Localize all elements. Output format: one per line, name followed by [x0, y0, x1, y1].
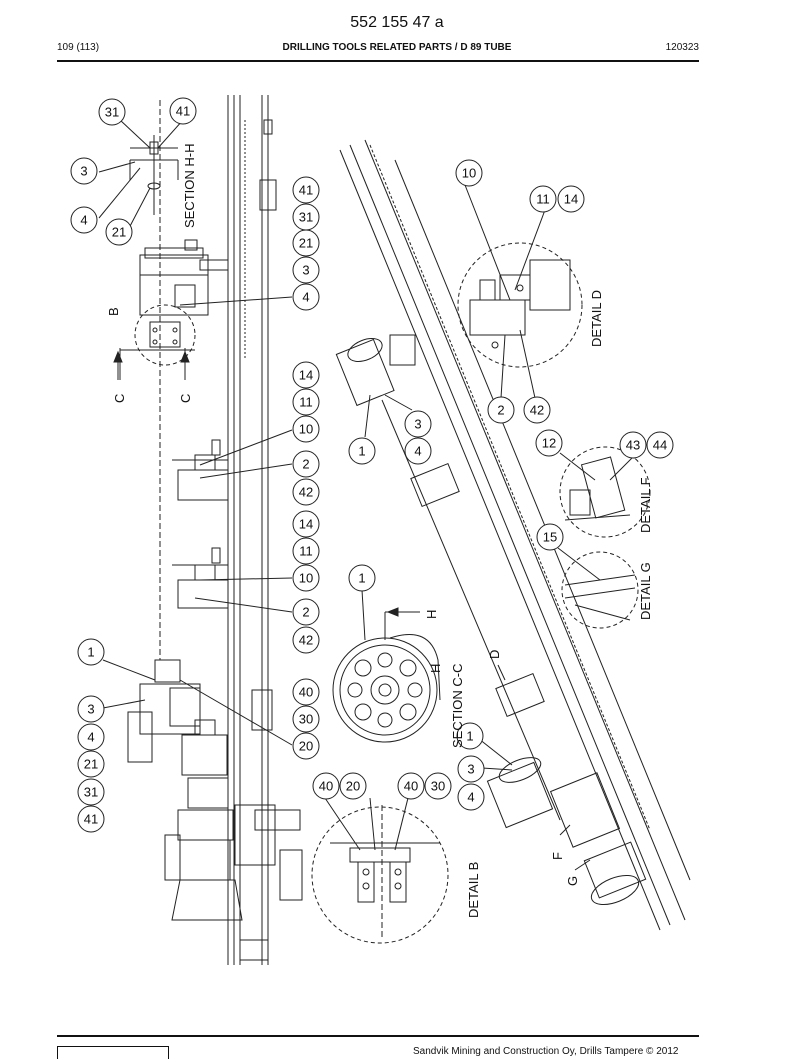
- callout: 12: [542, 436, 556, 451]
- marker-h-bottom: H: [428, 664, 443, 673]
- callout: 20: [299, 739, 313, 754]
- callout: 1: [87, 645, 94, 660]
- callout: 11: [536, 192, 550, 207]
- callout: 41: [176, 104, 190, 119]
- section-hh-drawing: [129, 135, 179, 215]
- callout: 40: [299, 685, 313, 700]
- section-arrows: [113, 350, 591, 871]
- callout: 10: [299, 571, 313, 586]
- marker-d: D: [487, 650, 502, 659]
- document-code: 552 155 47 a: [350, 14, 444, 31]
- callout: 40: [319, 779, 333, 794]
- marker-f: F: [550, 852, 565, 860]
- callout: 11: [299, 544, 313, 559]
- callout: 40: [404, 779, 418, 794]
- callout: 30: [299, 712, 313, 727]
- footer-copyright: Sandvik Mining and Construction Oy, Dril…: [413, 1046, 679, 1057]
- callout: 21: [299, 236, 313, 251]
- callout: 2: [302, 605, 309, 620]
- vertical-boom-drawing: [119, 95, 303, 965]
- callout: 2: [497, 403, 504, 418]
- callout: 1: [466, 729, 473, 744]
- callout: 4: [414, 444, 421, 459]
- callout: 3: [414, 417, 421, 432]
- footer-rule: [57, 1035, 699, 1037]
- callout: 41: [299, 183, 313, 198]
- callout: 15: [543, 530, 557, 545]
- marker-b: B: [106, 307, 121, 316]
- callout: 14: [564, 192, 578, 207]
- detail-d-label: DETAIL D: [589, 290, 604, 347]
- callout: 4: [467, 790, 474, 805]
- callout: 21: [84, 757, 98, 772]
- callout: 42: [530, 403, 544, 418]
- detail-f-label: DETAIL F: [638, 477, 653, 533]
- page-number: 109 (113): [57, 42, 100, 53]
- callout: 1: [358, 571, 365, 586]
- callout: 41: [84, 812, 98, 827]
- detail-g-label: DETAIL G: [638, 562, 653, 620]
- detail-b-drawing: [311, 805, 449, 944]
- callout: 2: [302, 457, 309, 472]
- marker-c-right: C: [178, 394, 193, 403]
- diagonal-boom-drawing: [335, 139, 691, 931]
- detail-f-drawing: [559, 446, 651, 538]
- detail-b-label: DETAIL B: [466, 862, 481, 918]
- callout-numbers: 31 41 3 4 21 41 31 21 3 4 14 11 10 2 42 …: [80, 104, 667, 827]
- callout: 44: [653, 438, 667, 453]
- section-cc-drawing: [332, 611, 441, 743]
- callout-circles: [70, 97, 674, 833]
- callout: 3: [87, 702, 94, 717]
- view-labels: SECTION H-H SECTION C-C DETAIL B DETAIL …: [106, 144, 653, 919]
- section-hh-label: SECTION H-H: [182, 144, 197, 229]
- callout: 3: [80, 164, 87, 179]
- callout: 3: [302, 263, 309, 278]
- document-date: 120323: [665, 42, 699, 53]
- callout: 42: [299, 485, 313, 500]
- leader-lines: [98, 119, 633, 851]
- callout: 14: [299, 517, 313, 532]
- callout: 1: [358, 444, 365, 459]
- callout: 30: [431, 779, 445, 794]
- callout: 4: [302, 290, 309, 305]
- header-rule: [57, 60, 699, 62]
- marker-c-left: C: [112, 394, 127, 403]
- callout: 21: [112, 225, 126, 240]
- callout: 10: [462, 166, 476, 181]
- callout: 42: [299, 633, 313, 648]
- marker-h-top: H: [424, 610, 439, 619]
- callout: 3: [467, 762, 474, 777]
- callout: 10: [299, 422, 313, 437]
- marker-g: G: [565, 876, 580, 886]
- section-cc-label: SECTION C-C: [450, 664, 465, 749]
- callout: 11: [299, 395, 313, 410]
- callout: 31: [84, 785, 98, 800]
- page-title: DRILLING TOOLS RELATED PARTS / D 89 TUBE: [282, 42, 512, 53]
- callout: 43: [626, 438, 640, 453]
- callout: 4: [80, 213, 87, 228]
- detail-g-drawing: [561, 551, 639, 629]
- callout: 31: [105, 105, 119, 120]
- callout: 31: [299, 210, 313, 225]
- callout: 20: [346, 779, 360, 794]
- callout: 4: [87, 730, 94, 745]
- detail-d-drawing: [457, 242, 583, 368]
- callout: 14: [299, 368, 313, 383]
